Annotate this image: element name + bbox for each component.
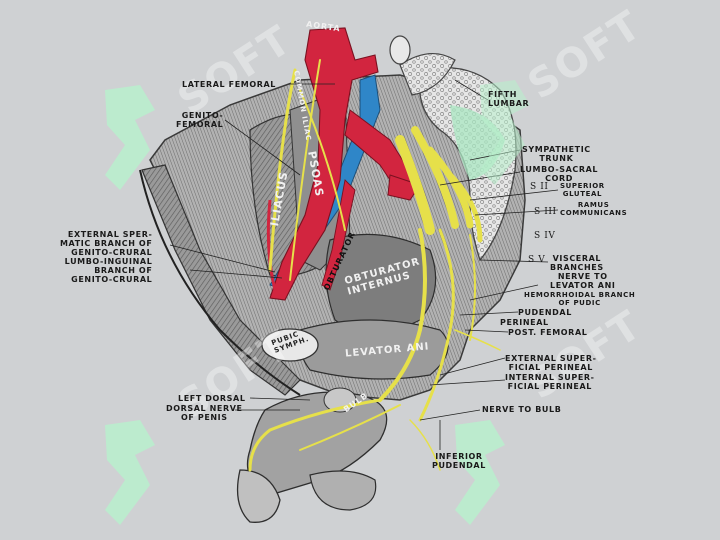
- pudendal-label: PUDENDAL: [518, 308, 572, 317]
- s5-label: S V: [528, 255, 546, 265]
- vertebral-disc: [389, 35, 411, 65]
- superior-gluteal-label: SUPERIOR GLUTEAL: [560, 182, 605, 198]
- left-dorsal-label: LEFT DORSAL: [178, 394, 246, 403]
- dorsal-nerve-line1: DORSAL NERVE: [166, 404, 243, 413]
- lumbosacral-line1: LUMBO-SACRAL: [520, 165, 599, 174]
- int-superficial-line2: FICIAL PERINEAL: [507, 382, 592, 391]
- external-spermatic-label: EXTERNAL SPER- MATIC BRANCH OF GENITO-CR…: [60, 230, 152, 284]
- lateral-femoral-label: LATERAL FEMORAL: [182, 80, 276, 89]
- genito-femoral-label: GENITO- FEMORAL: [176, 111, 223, 129]
- dorsal-nerve-line2: OF PENIS: [181, 413, 228, 422]
- nerve-levator-line1: NERVE TO: [557, 272, 608, 281]
- watermark-logo-icon: [480, 80, 530, 185]
- s3-label: S III: [534, 207, 557, 217]
- fifth-lumbar-line2: LUMBAR: [488, 99, 530, 108]
- fifth-lumbar-vertebra: [399, 53, 456, 96]
- superior-gluteal-line1: SUPERIOR: [560, 182, 605, 190]
- lumbo-ing-line2: BRANCH OF: [94, 266, 153, 275]
- visceral-branches-label: VISCERAL BRANCHES: [550, 254, 604, 272]
- hemorrhoidal-line2: OF PUDIC: [558, 299, 601, 307]
- inferior-pudendal-label: INFERIOR PUDENDAL: [432, 452, 486, 470]
- ext-sperm-line1: EXTERNAL SPER-: [67, 230, 153, 239]
- visceral-line1: VISCERAL: [552, 254, 602, 263]
- dorsal-nerve-label: DORSAL NERVE OF PENIS: [166, 404, 243, 422]
- lumbo-ing-line1: LUMBO-INGUINAL: [64, 257, 153, 266]
- ramus-line1: RAMUS: [577, 201, 610, 209]
- superior-gluteal-line2: GLUTEAL: [562, 190, 603, 198]
- s4-label: S IV: [534, 231, 556, 241]
- sympathetic-trunk-label: SYMPATHETIC TRUNK: [522, 145, 591, 163]
- hemorrhoidal-line1: HEMORRHOIDAL BRANCH: [524, 291, 636, 299]
- inferior-pudendal-line1: INFERIOR: [435, 452, 483, 461]
- nerve-to-bulb-label: NERVE TO BULB: [482, 405, 562, 414]
- ramus-communicans-label: RAMUS COMMUNICANS: [560, 201, 627, 217]
- internal-superficial-perineal-label: INTERNAL SUPER- FICIAL PERINEAL: [505, 373, 595, 391]
- superior-gluteal-artery: [387, 174, 421, 201]
- sympathetic-line2: TRUNK: [539, 154, 574, 163]
- outer-skin-line: [139, 169, 301, 396]
- nerve-levator-line2: LEVATOR ANI: [550, 281, 616, 290]
- deep-circumflex-artery: [266, 199, 277, 291]
- hemorrhoidal-label: HEMORRHOIDAL BRANCH OF PUDIC: [524, 291, 635, 307]
- watermark-logo-icon: [105, 85, 155, 190]
- pubic-symphysis: [261, 328, 319, 362]
- external-superficial-perineal-label: EXTERNAL SUPER- FICIAL PERINEAL: [505, 354, 597, 372]
- inferior-pudendal-line2: PUDENDAL: [432, 461, 486, 470]
- obturator-artery: [321, 179, 356, 291]
- abdominal-wall-strip: [141, 164, 301, 396]
- ext-superficial-line2: FICIAL PERINEAL: [508, 363, 593, 372]
- ext-sperm-line3: GENITO-CRURAL: [71, 248, 153, 257]
- lumbosacral-line2: CORD: [545, 174, 573, 183]
- watermark-logo-icon: [455, 420, 505, 525]
- levator-ani-muscle: [298, 319, 449, 380]
- nerve-levator-ani-label: NERVE TO LEVATOR ANI: [550, 272, 615, 290]
- lumbosacral-cord-label: LUMBO-SACRAL CORD: [520, 165, 598, 183]
- ramus-line2: COMMUNICANS: [560, 209, 628, 217]
- post-femoral-label: POST. FEMORAL: [508, 328, 588, 337]
- scrotum: [309, 470, 377, 511]
- sympathetic-line1: SYMPATHETIC: [522, 145, 591, 154]
- aorta-artery: [269, 27, 379, 301]
- glans: [236, 469, 281, 523]
- fifth-lumbar-label: FIFTH LUMBAR: [488, 90, 529, 108]
- lumbo-ing-line3: GENITO-CRURAL: [71, 275, 153, 284]
- leader-lines: [169, 79, 559, 450]
- genito-femoral-line1: GENITO-: [181, 111, 224, 120]
- ext-sperm-line2: MATIC BRANCH OF: [60, 239, 153, 248]
- visceral-line2: BRANCHES: [550, 263, 604, 272]
- fifth-lumbar-line1: FIFTH: [488, 90, 518, 99]
- int-superficial-line1: INTERNAL SUPER-: [505, 373, 595, 382]
- s2-label: S II: [530, 182, 549, 192]
- ext-superficial-line1: EXTERNAL SUPER-: [505, 354, 597, 363]
- watermark-logo-icon: [105, 420, 155, 525]
- genito-femoral-line2: FEMORAL: [176, 120, 224, 129]
- perineal-label: PERINEAL: [500, 318, 549, 327]
- nerves: [248, 59, 501, 472]
